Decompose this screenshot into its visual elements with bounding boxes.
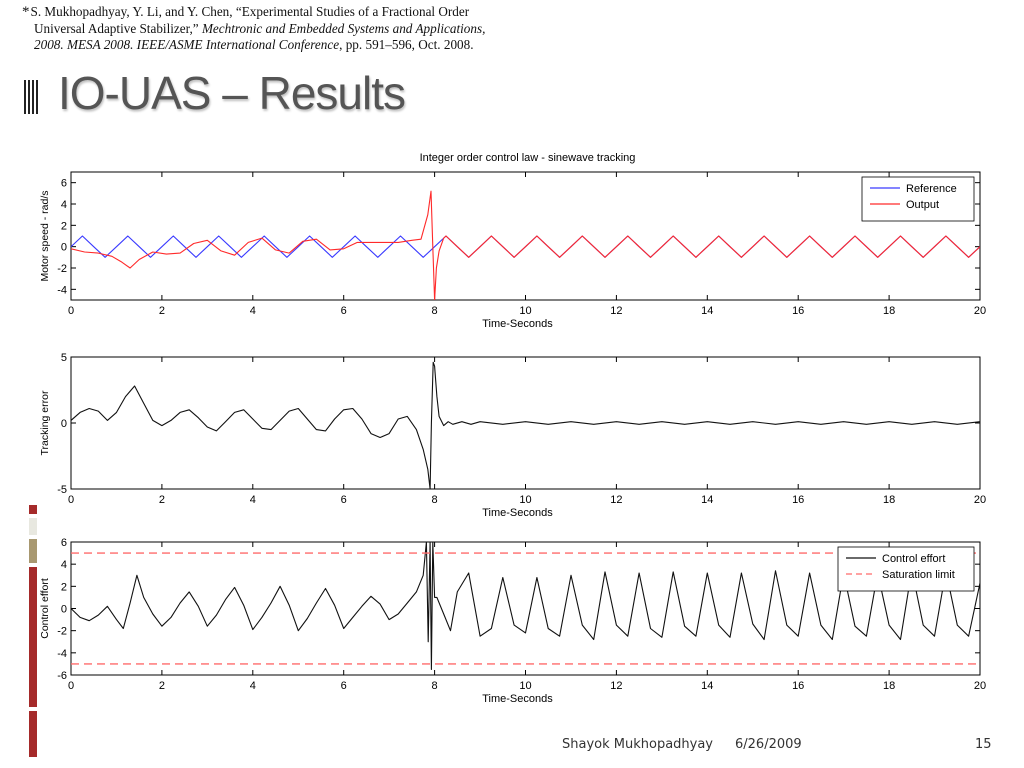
x-tick-label: 0 [68, 680, 74, 692]
citation-line3-plain: , pp. 591–596, Oct. 2008. [339, 37, 474, 52]
x-tick-label: 12 [610, 680, 622, 692]
x-tick-label: 16 [792, 305, 804, 317]
y-tick-label: 0 [61, 604, 67, 616]
x-tick-label: 12 [610, 305, 622, 317]
sidebar-segment [29, 567, 37, 707]
legend-label: Reference [906, 183, 957, 195]
y-tick-label: 6 [61, 178, 67, 190]
y-tick-label: 4 [61, 559, 67, 571]
x-tick-label: 16 [792, 494, 804, 506]
citation-line1: S. Mukhopadhyay, Y. Li, and Y. Chen, “Ex… [30, 4, 470, 19]
y-tick-label: -4 [57, 284, 67, 296]
x-tick-label: 16 [792, 680, 804, 692]
citation-line2-italic: Mechtronic and Embedded Systems and Appl… [201, 20, 486, 36]
x-tick-label: 6 [341, 494, 347, 506]
series-group [71, 542, 980, 671]
x-tick-label: 20 [974, 305, 986, 317]
x-tick-label: 10 [519, 494, 531, 506]
y-tick-label: -4 [57, 648, 67, 660]
citation-line3: 2008. MESA 2008. IEEE/ASME International… [22, 37, 662, 54]
y-tick-label: 2 [61, 220, 67, 232]
x-tick-label: 20 [974, 494, 986, 506]
citation-line3-italic: 2008. MESA 2008. IEEE/ASME International… [34, 37, 340, 52]
plot-area [70, 541, 981, 676]
x-tick-label: 10 [519, 305, 531, 317]
citation-line2-plain: Universal Adaptive Stabilizer,” [34, 20, 202, 36]
y-tick-label: 5 [61, 352, 67, 364]
x-tick-label: 4 [250, 680, 256, 692]
x-tick-label: 18 [883, 494, 895, 506]
chart-title: Integer order control law - sinewave tra… [420, 152, 636, 164]
x-tick-label: 2 [159, 305, 165, 317]
x-tick-label: 6 [341, 680, 347, 692]
x-tick-label: 0 [68, 305, 74, 317]
series-group [71, 361, 980, 489]
x-tick-label: 20 [974, 680, 986, 692]
legend-box [837, 546, 975, 592]
x-tick-label: 12 [610, 494, 622, 506]
x-tick-label: 18 [883, 305, 895, 317]
sidebar-segment [29, 518, 37, 535]
y-tick-label: -2 [57, 626, 67, 638]
plot-area [70, 356, 981, 490]
y-tick-label: -5 [57, 484, 67, 496]
legend-label: Saturation limit [882, 569, 955, 581]
y-tick-label: 2 [61, 581, 67, 593]
x-tick-label: 18 [883, 680, 895, 692]
x-tick-label: 14 [701, 680, 713, 692]
legend-label: Output [906, 199, 939, 211]
x-tick-label: 4 [250, 494, 256, 506]
x-tick-label: 8 [432, 680, 438, 692]
y-tick-label: -6 [57, 670, 67, 682]
x-tick-label: 10 [519, 680, 531, 692]
x-tick-label: 2 [159, 680, 165, 692]
citation: *S. Mukhopadhyay, Y. Li, and Y. Chen, “E… [22, 4, 662, 54]
y-axis-label: Tracking error [39, 390, 51, 455]
series-group [71, 190, 980, 300]
plot-area [70, 171, 981, 301]
title-bullet-icon [24, 80, 40, 114]
x-tick-label: 14 [701, 305, 713, 317]
x-tick-label: 0 [68, 494, 74, 506]
chart-panel-1: Integer order control law - sinewave tra… [39, 152, 986, 330]
y-axis-label: Control effort [39, 578, 51, 639]
x-tick-label: 6 [341, 305, 347, 317]
footer-date: 6/26/2009 [735, 737, 802, 752]
y-axis-label: Motor speed - rad/s [39, 190, 51, 281]
legend-label: Control effort [882, 553, 945, 565]
slide-title: IO-UAS – Results [58, 67, 406, 119]
y-tick-label: 6 [61, 537, 67, 549]
citation-line2: Universal Adaptive Stabilizer,” Mechtron… [22, 21, 662, 38]
x-tick-label: 8 [432, 305, 438, 317]
series-control-effort [71, 542, 980, 671]
x-axis-label: Time-Seconds [482, 507, 553, 519]
series-output [71, 190, 980, 300]
footer-author: Shayok Mukhopadhyay [562, 737, 714, 752]
citation-marker: * [22, 4, 30, 20]
decorative-sidebar [29, 505, 37, 757]
sidebar-segment [29, 539, 37, 563]
y-tick-label: -2 [57, 263, 67, 275]
sidebar-segment [29, 505, 37, 514]
y-tick-label: 4 [61, 199, 67, 211]
legend-box [861, 176, 975, 222]
x-tick-label: 8 [432, 494, 438, 506]
page-number: 15 [975, 737, 992, 752]
y-tick-label: 0 [61, 242, 67, 254]
series-line-1 [71, 361, 980, 489]
x-tick-label: 2 [159, 494, 165, 506]
x-axis-label: Time-Seconds [482, 693, 553, 705]
x-tick-label: 14 [701, 494, 713, 506]
y-tick-label: 0 [61, 418, 67, 430]
x-tick-label: 4 [250, 305, 256, 317]
sidebar-segment [29, 711, 37, 757]
x-axis-label: Time-Seconds [482, 318, 553, 330]
